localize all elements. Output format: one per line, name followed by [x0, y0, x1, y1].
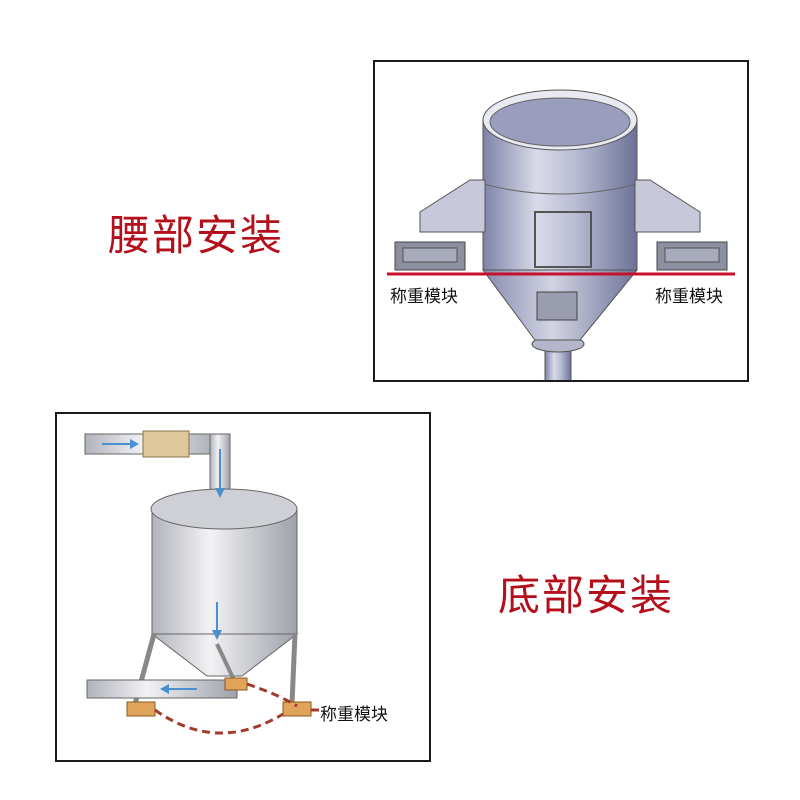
bottom-install-diagram: 称重模块	[55, 412, 431, 762]
waist-hopper-illustration	[387, 89, 735, 380]
bottom-install-title: 底部安装	[498, 571, 675, 620]
waist-install-diagram: 称重模块 称重模块	[373, 60, 749, 382]
load-cell-label: 称重模块	[320, 705, 388, 725]
waist-install-title: 腰部安装	[108, 211, 285, 260]
load-cell-label-right: 称重模块	[655, 287, 723, 307]
bottom-hopper-illustration	[84, 430, 319, 735]
load-cell-label-left: 称重模块	[390, 287, 458, 307]
